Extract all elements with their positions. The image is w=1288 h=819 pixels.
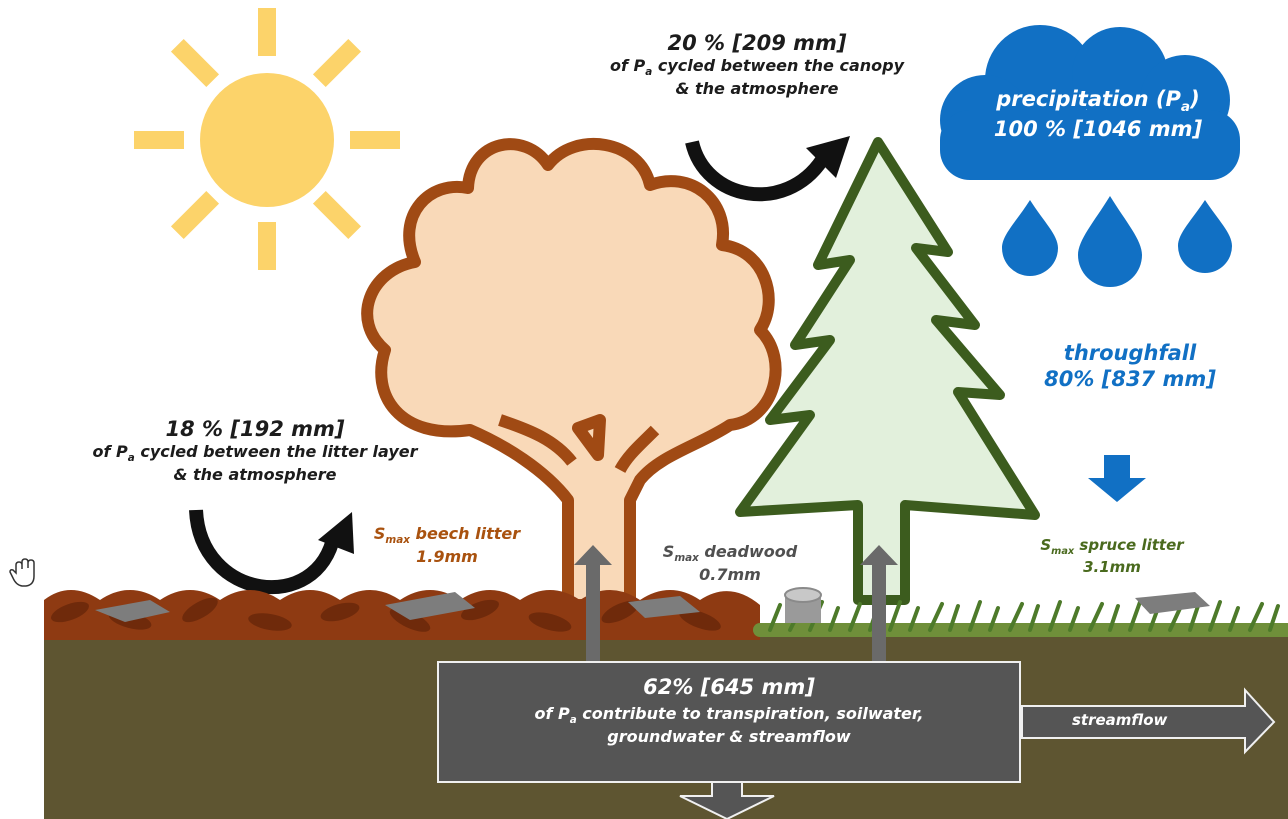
deadwood-label: Smax deadwood 0.7mm [640, 542, 820, 585]
deadwood-value: 0.7mm [699, 565, 761, 585]
litter-cycle-desc: of Pa cycled between the litter layer [92, 442, 418, 465]
deadwood-icons [95, 592, 1210, 622]
throughfall-title: throughfall [1063, 341, 1197, 365]
canopy-cycle-arrow-icon [685, 140, 828, 202]
sun-icon [134, 8, 400, 270]
litter-cycle-arrow-icon [189, 509, 341, 595]
canopy-cycle-desc-2: & the atmosphere [675, 79, 839, 99]
precipitation-value: 100 % [1046 mm] [993, 117, 1203, 142]
spruce-litter-layer [753, 600, 1288, 637]
hand-cursor-icon [9, 558, 35, 587]
canopy-cycle-value: 20 % [209 mm] [667, 31, 847, 55]
spruce-tree [735, 137, 1040, 605]
soil-box-value: 62% [645 mm] [643, 675, 815, 699]
uptake-arrow-icons [574, 545, 898, 662]
canopy-cycle-desc: of Pa cycled between the canopy [610, 56, 904, 79]
beech-litter-label: Smax beech litter 1.9mm [362, 524, 532, 567]
soil-contribution-box [437, 661, 1021, 783]
beech-tree [361, 138, 782, 611]
stump-icon [784, 587, 822, 623]
throughfall-label: throughfall 80% [837 mm] [1010, 340, 1250, 393]
precipitation-title: precipitation (Pa) [996, 87, 1200, 116]
spruce-litter-value: 3.1mm [1083, 558, 1141, 577]
litter-cycle-desc-2: & the atmosphere [173, 465, 337, 485]
spruce-litter-label: Smax spruce litter 3.1mm [1012, 536, 1212, 577]
throughfall-value: 80% [837 mm] [1044, 367, 1216, 392]
beech-leaf-icons [51, 597, 721, 632]
litter-cycle-label: 18 % [192 mm] of Pa cycled between the l… [40, 416, 470, 485]
beech-litter-value: 1.9mm [416, 547, 478, 567]
raindrop-icons [1002, 196, 1232, 287]
streamflow-label: streamflow [1072, 711, 1168, 729]
soil-box-desc-2: groundwater & streamflow [607, 727, 851, 747]
litter-cycle-value: 18 % [192 mm] [165, 417, 345, 441]
streamflow-arrow-icon [1021, 687, 1276, 755]
groundwater-arrow-icon [679, 781, 775, 819]
precipitation-label: precipitation (Pa) 100 % [1046 mm] [958, 86, 1238, 143]
canopy-cycle-label: 20 % [209 mm] of Pa cycled between the c… [572, 30, 942, 99]
soil-box-label: 62% [645 mm] of Pa contribute to transpi… [440, 674, 1018, 747]
throughfall-arrow-icon [1088, 455, 1146, 502]
soil-box-desc: of Pa contribute to transpiration, soilw… [534, 704, 924, 727]
rain-cloud-icon [940, 25, 1240, 180]
litter-cycle-arrowhead-icon [318, 512, 354, 554]
canopy-cycle-arrowhead-icon [806, 136, 850, 178]
